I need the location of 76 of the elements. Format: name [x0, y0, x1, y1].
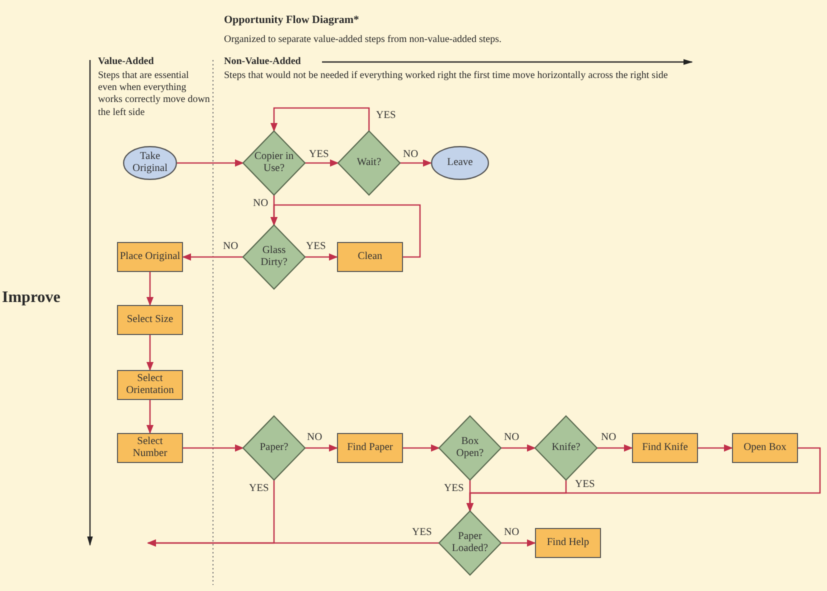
edge-label: YES: [248, 484, 270, 494]
flow-arrow: [403, 444, 440, 452]
decision-diamond: [439, 416, 501, 480]
node-label: Glass Dirty?: [260, 244, 288, 270]
diagram-title: Opportunity Flow Diagram*: [224, 14, 360, 26]
node-label: Select Orientation: [125, 372, 175, 398]
process-box: [117, 370, 183, 400]
flow-arrow: [146, 272, 154, 306]
edge-label: YES: [375, 111, 397, 122]
terminal-ellipse: [431, 146, 489, 180]
process-box: [732, 433, 798, 463]
subtitle-text: Organized to separate value-added steps from non-value-added steps.: [224, 34, 502, 46]
flow-arrow: [698, 444, 733, 452]
flow-arrow: [146, 335, 154, 371]
terminal-ellipse: [123, 146, 177, 180]
node-label: Copier in Use?: [253, 150, 295, 176]
node-label: Select Number: [132, 436, 168, 460]
process-box: [117, 242, 183, 272]
edge-label: YES: [443, 484, 465, 494]
flow-arrow: [182, 253, 243, 261]
node-label: Find Paper: [347, 442, 393, 454]
process-box: [535, 528, 601, 558]
column-heading: Non-Value-Added: [224, 56, 302, 68]
process-box: [117, 433, 183, 463]
node-label: Clean: [358, 250, 382, 264]
flow-arrow: [501, 539, 536, 547]
edge-label: YES: [411, 528, 433, 538]
process-box: [337, 242, 403, 272]
flow-arrow: [305, 159, 339, 167]
flow-arrow: [147, 539, 439, 547]
edge-label: YES: [305, 242, 327, 252]
flow-arrow: [146, 400, 154, 434]
node-label: Wait?: [356, 156, 382, 170]
edge-label: NO: [222, 242, 240, 252]
flow-arrow: [400, 159, 432, 167]
node-label: Find Knife: [642, 442, 688, 454]
node-label: Paper?: [260, 442, 288, 454]
edge-label: NO: [503, 528, 520, 538]
edge-label: NO: [503, 433, 520, 444]
decision-diamond: [535, 416, 597, 480]
node-label: Paper Loaded?: [450, 530, 490, 556]
flow-arrow: [466, 480, 474, 512]
flow-arrow: [305, 444, 338, 452]
flow-arrow: [501, 444, 536, 452]
edge-label: NO: [252, 199, 270, 210]
column-heading: Value-Added: [98, 56, 155, 68]
edge-label: YES: [574, 480, 596, 490]
process-box: [117, 305, 183, 335]
flow-arrow: [597, 444, 633, 452]
flow-arrow: [305, 253, 338, 261]
process-box: [632, 433, 698, 463]
node-label: Take Original: [132, 150, 168, 176]
decision-diamond: [338, 131, 400, 195]
flow-arrow: [177, 159, 244, 167]
node-label: Box Open?: [455, 436, 485, 460]
column-description: Steps that would not be needed if everything worked right the first time move horizontally across the right side: [224, 70, 669, 82]
process-box: [337, 433, 403, 463]
decision-diamond: [243, 131, 305, 195]
flow-arrow: [270, 107, 370, 132]
edge-label: YES: [308, 150, 330, 160]
edge-label: NO: [402, 150, 420, 160]
decision-diamond: [243, 416, 305, 480]
edge-label: NO: [600, 433, 618, 444]
column-description: Steps that are essential even when everything works correctly move down the left side: [98, 70, 210, 119]
edge-label: NO: [306, 433, 324, 444]
node-label: Find Help: [546, 536, 590, 550]
side-label: Improve: [2, 288, 62, 308]
node-label: Open Box: [744, 442, 786, 454]
node-label: Leave: [447, 156, 473, 170]
node-label: Select Size: [126, 314, 174, 326]
flow-arrow: [183, 444, 244, 452]
node-label: Knife?: [552, 442, 580, 454]
decision-diamond: [243, 225, 305, 289]
decision-diamond: [439, 511, 501, 575]
node-label: Place Original: [120, 250, 180, 264]
flow-arrow: [270, 204, 421, 258]
